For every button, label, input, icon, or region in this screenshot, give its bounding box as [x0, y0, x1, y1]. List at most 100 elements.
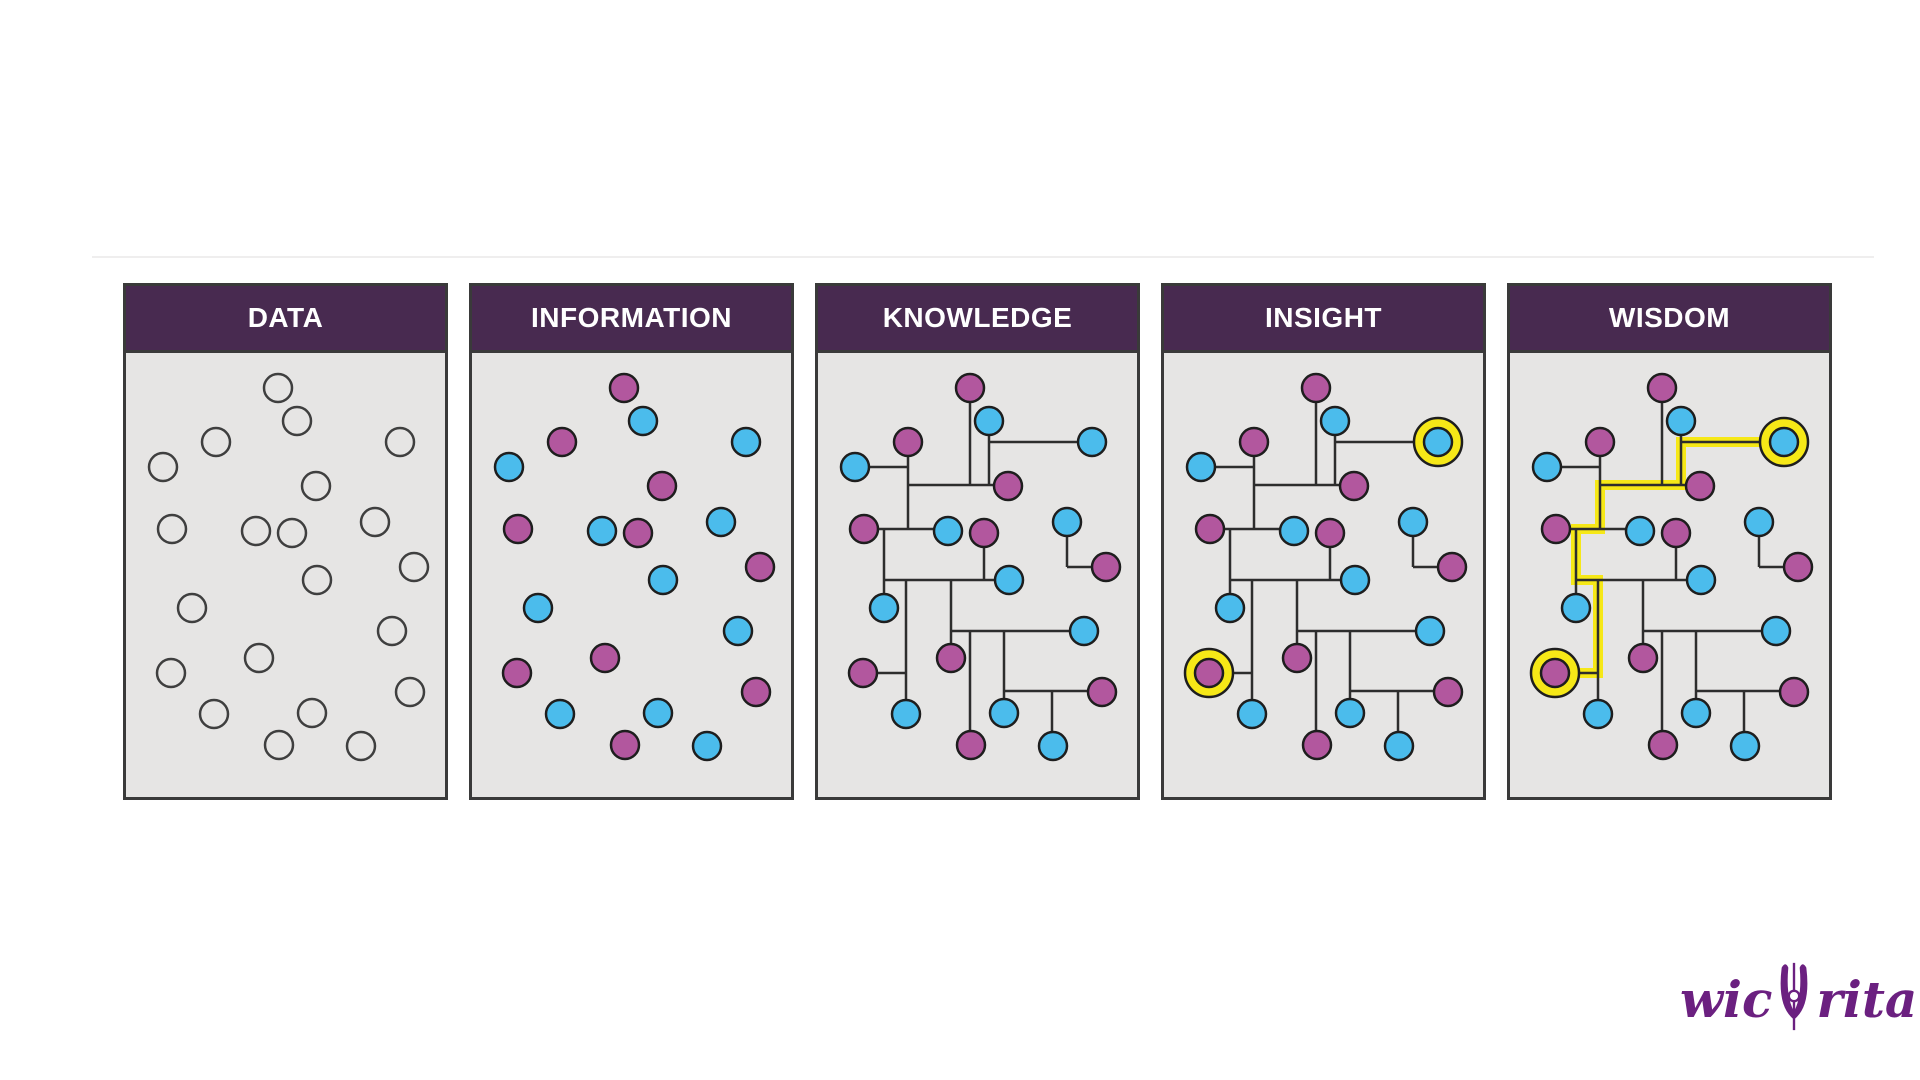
data-dot-blue [932, 515, 964, 547]
data-dot-blue [988, 697, 1020, 729]
data-dot-empty [243, 642, 275, 674]
data-dot-blue [1185, 451, 1217, 483]
data-dot-magenta [740, 676, 772, 708]
panel-title-data: DATA [126, 286, 445, 353]
data-dot-blue [647, 564, 679, 596]
data-dot-blue [839, 451, 871, 483]
data-dot-blue [1319, 405, 1351, 437]
data-dot-magenta [955, 729, 987, 761]
data-dot-magenta [1684, 470, 1716, 502]
data-dot-blue [1560, 592, 1592, 624]
data-dot-empty [398, 551, 430, 583]
data-dot-magenta [1539, 657, 1571, 689]
data-dot-blue [1680, 697, 1712, 729]
data-dot-magenta [1778, 676, 1810, 708]
data-dot-blue [973, 405, 1005, 437]
data-dot-empty [240, 515, 272, 547]
data-dot-magenta [1646, 372, 1678, 404]
data-dot-blue [1236, 698, 1268, 730]
data-dot-magenta [968, 517, 1000, 549]
data-dot-magenta [954, 372, 986, 404]
data-dot-empty [376, 615, 408, 647]
data-dot-magenta [744, 551, 776, 583]
panel-knowledge: KNOWLEDGE [815, 283, 1140, 800]
data-dot-empty [198, 698, 230, 730]
logo-text-left: wic [1680, 969, 1773, 1029]
data-dot-empty [384, 426, 416, 458]
data-dot-blue [1624, 515, 1656, 547]
data-dot-blue [1214, 592, 1246, 624]
panel-title-wisdom: WISDOM [1510, 286, 1829, 353]
data-dot-blue [544, 698, 576, 730]
data-dot-blue [1397, 506, 1429, 538]
data-dot-blue [627, 405, 659, 437]
data-dot-magenta [501, 657, 533, 689]
data-dot-magenta [1660, 517, 1692, 549]
data-dot-blue [522, 592, 554, 624]
data-dot-blue [1278, 515, 1310, 547]
data-dot-blue [1582, 698, 1614, 730]
data-dot-blue [586, 515, 618, 547]
data-dot-blue [1051, 506, 1083, 538]
data-dot-blue [1768, 426, 1800, 458]
data-dot-blue [1414, 615, 1446, 647]
data-dot-magenta [1300, 372, 1332, 404]
data-dot-magenta [1281, 642, 1313, 674]
data-dot-empty [300, 470, 332, 502]
panel-data: DATA [123, 283, 448, 800]
panel-diagram-highlighted [1183, 372, 1468, 762]
data-dot-blue [993, 564, 1025, 596]
data-dot-blue [1339, 564, 1371, 596]
pen-nib-icon [1781, 962, 1808, 1031]
data-dot-magenta [646, 470, 678, 502]
panel-title-insight: INSIGHT [1164, 286, 1483, 353]
data-dot-blue [1068, 615, 1100, 647]
data-dot-empty [301, 564, 333, 596]
data-dot-blue [1076, 426, 1108, 458]
panel-title-knowledge: KNOWLEDGE [818, 286, 1137, 353]
panel-diagram-path [1529, 372, 1814, 762]
data-dot-magenta [1238, 426, 1270, 458]
top-divider-line [92, 256, 1874, 258]
data-dot-empty [359, 506, 391, 538]
data-dot-magenta [546, 426, 578, 458]
data-dot-magenta [847, 657, 879, 689]
data-dot-blue [1531, 451, 1563, 483]
data-dot-magenta [1193, 657, 1225, 689]
logo-text-right: rita [1816, 969, 1918, 1029]
data-dot-magenta [1584, 426, 1616, 458]
data-dot-magenta [622, 517, 654, 549]
data-dot-magenta [1627, 642, 1659, 674]
data-dot-magenta [609, 729, 641, 761]
data-dot-magenta [992, 470, 1024, 502]
data-dot-blue [730, 426, 762, 458]
data-dot-empty [147, 451, 179, 483]
data-dot-blue [1665, 405, 1697, 437]
panel-diagram-colored [493, 372, 776, 762]
panel-insight: INSIGHT [1161, 283, 1486, 800]
panel-wisdom: WISDOM [1507, 283, 1832, 800]
data-dot-blue [1037, 730, 1069, 762]
data-dot-magenta [1436, 551, 1468, 583]
data-dot-empty [156, 513, 188, 545]
data-dot-magenta [1540, 513, 1572, 545]
data-dot-empty [394, 676, 426, 708]
data-dot-blue [642, 697, 674, 729]
data-dot-magenta [1314, 517, 1346, 549]
data-dot-blue [868, 592, 900, 624]
data-dot-magenta [1338, 470, 1370, 502]
data-dot-magenta [848, 513, 880, 545]
data-dot-blue [1729, 730, 1761, 762]
dikw-panels: DATA INFORMATION KNOWLEDGE INSIGHT WISDOM [123, 283, 1832, 800]
data-dot-magenta [892, 426, 924, 458]
data-dot-blue [705, 506, 737, 538]
data-dot-empty [155, 657, 187, 689]
data-dot-blue [1383, 730, 1415, 762]
data-dot-empty [296, 697, 328, 729]
panel-title-information: INFORMATION [472, 286, 791, 353]
data-dot-magenta [1194, 513, 1226, 545]
panel-information: INFORMATION [469, 283, 794, 800]
data-dot-empty [176, 592, 208, 624]
data-dot-blue [890, 698, 922, 730]
